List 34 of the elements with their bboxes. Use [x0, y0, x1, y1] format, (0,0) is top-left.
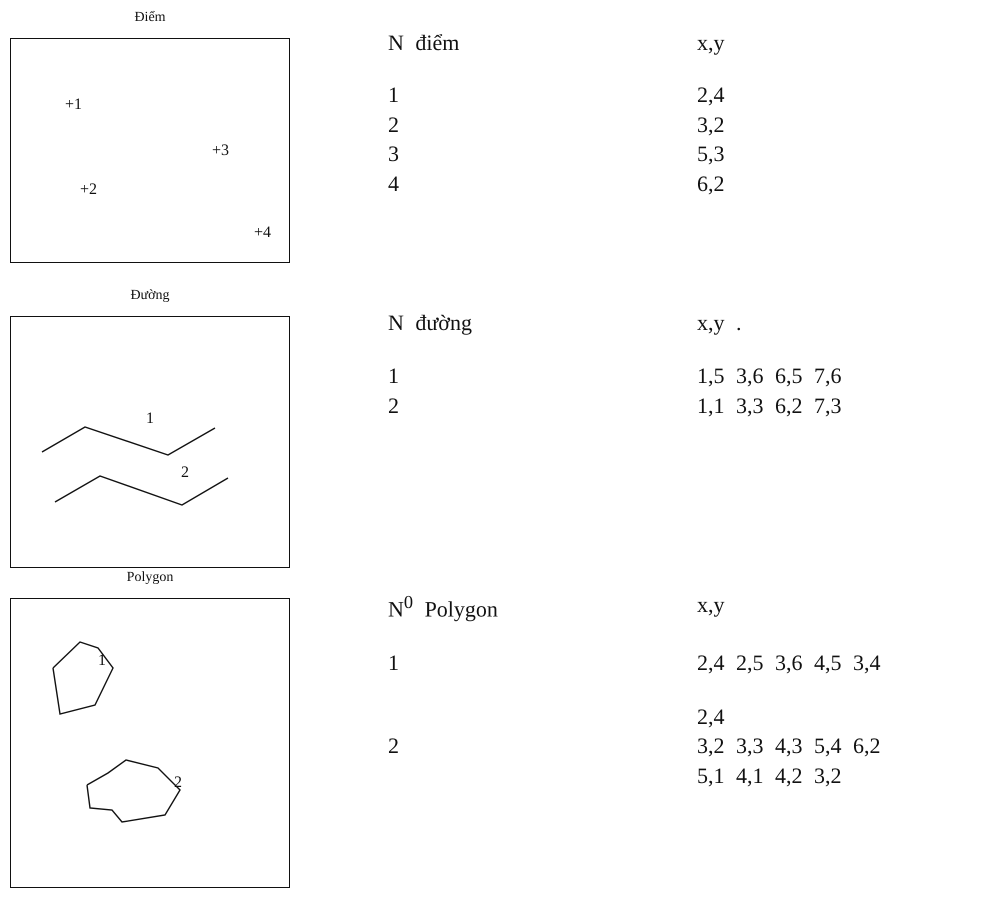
- table-cell: 1: [388, 363, 399, 389]
- column-header: N đường: [388, 310, 472, 336]
- table-cell: 4: [388, 171, 399, 197]
- table-cell: 5,3: [697, 141, 724, 167]
- table-cell: 3: [388, 141, 399, 167]
- table-cell: 2: [388, 393, 399, 419]
- panel-heading: Polygon: [126, 570, 174, 586]
- table-cell: 2: [388, 733, 399, 759]
- point-label: +3: [212, 142, 230, 160]
- line-label: 2: [181, 464, 189, 482]
- polygon-label: 1: [98, 652, 106, 670]
- table-cell: 6,2: [697, 171, 724, 197]
- table-cell: 2,4 2,5 3,6 4,5 3,4: [697, 650, 880, 676]
- table-cell: 2,4: [697, 704, 724, 730]
- table-cell: 2: [388, 112, 399, 138]
- table-cell: 2,4: [697, 82, 724, 108]
- line-label: 1: [146, 410, 154, 428]
- panel-heading: Điểm: [133, 10, 167, 26]
- column-header: x,y .: [697, 310, 742, 336]
- column-header: N điểm: [388, 30, 460, 56]
- table-cell: 1: [388, 82, 399, 108]
- table-cell: 1: [388, 650, 399, 676]
- column-header: x,y: [697, 30, 724, 56]
- table-cell: 3,2: [697, 112, 724, 138]
- table-cell: 1,1 3,3 6,2 7,3: [697, 393, 842, 419]
- table-cell: 5,1 4,1 4,2 3,2: [697, 763, 842, 789]
- point-label: +4: [254, 224, 272, 242]
- column-header: x,y: [697, 592, 724, 618]
- table-cell: 1,5 3,6 6,5 7,6: [697, 363, 842, 389]
- panel-heading: Đường: [129, 288, 171, 304]
- point-label: +2: [80, 181, 98, 199]
- column-header: N$^{0}$ Polygon: [388, 592, 498, 622]
- point-label: +1: [65, 96, 82, 114]
- table-cell: 3,2 3,3 4,3 5,4 6,2: [697, 733, 880, 759]
